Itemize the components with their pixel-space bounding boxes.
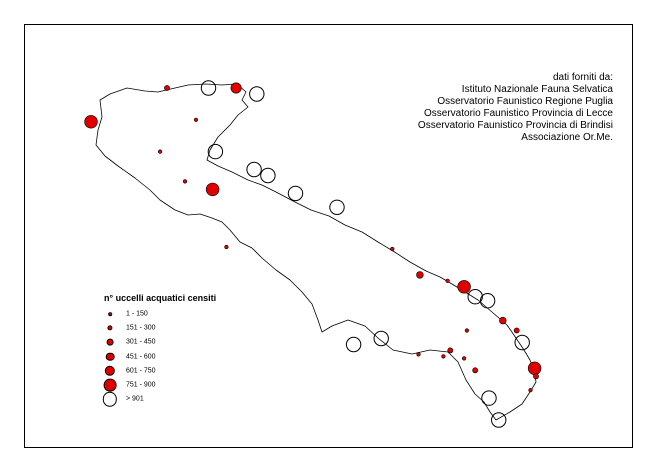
legend-marker xyxy=(105,352,115,361)
legend-marker xyxy=(106,339,114,346)
site-marker-filled xyxy=(533,373,539,380)
site-marker-filled xyxy=(447,347,454,354)
site-marker-open xyxy=(481,390,497,406)
credits-source: Associazione Or.Me. xyxy=(521,132,613,143)
site-marker-filled xyxy=(416,352,421,357)
data-credits: dati forniti da: Istituto Nazionale Faun… xyxy=(418,72,613,144)
site-marker-filled xyxy=(527,361,542,375)
site-marker-open xyxy=(207,143,224,160)
legend-label: 151 - 300 xyxy=(126,324,156,332)
legend-row: 601 - 750 xyxy=(104,364,216,378)
site-marker-filled xyxy=(445,278,450,283)
site-marker-filled xyxy=(499,316,507,325)
site-marker-open xyxy=(479,293,496,309)
legend-marker xyxy=(107,325,113,331)
site-marker-filled xyxy=(205,182,220,197)
map-legend: n° uccelli acquatici censiti 1 - 150 151… xyxy=(102,293,217,407)
legend-label: 1 - 150 xyxy=(126,310,148,318)
credits-heading: dati forniti da: xyxy=(552,72,613,83)
site-marker-filled xyxy=(462,356,467,361)
site-marker-filled xyxy=(441,354,446,359)
site-markers-layer xyxy=(84,80,542,428)
legend-row: 1 - 150 xyxy=(104,307,216,321)
legend-row: > 901 xyxy=(102,392,216,407)
site-marker-filled xyxy=(416,271,424,279)
site-marker-filled xyxy=(164,85,170,91)
site-marker-open xyxy=(246,161,262,178)
legend-marker xyxy=(102,392,118,407)
legend-row: 451 - 600 xyxy=(104,350,216,364)
site-marker-filled xyxy=(464,328,470,333)
legend-label: 601 - 750 xyxy=(126,367,156,375)
site-marker-filled xyxy=(390,246,395,252)
site-marker-open xyxy=(514,334,530,351)
site-marker-open xyxy=(345,336,362,353)
legend-label: 451 - 600 xyxy=(126,353,156,361)
legend-label: 751 - 900 xyxy=(126,381,156,389)
site-marker-open xyxy=(491,412,507,428)
legend-title: n° uccelli acquatici censiti xyxy=(104,293,217,303)
legend-row: 751 - 900 xyxy=(103,378,216,392)
site-marker-open xyxy=(200,80,217,96)
credits-source: Osservatorio Faunistico Provincia di Bri… xyxy=(417,120,613,131)
legend-row: 301 - 450 xyxy=(104,335,216,349)
site-marker-filled xyxy=(528,388,533,393)
legend-marker xyxy=(103,378,117,392)
site-marker-filled xyxy=(472,367,479,374)
legend-marker xyxy=(104,365,116,377)
credits-source: Istituto Nazionale Fauna Selvatica xyxy=(461,84,613,95)
site-marker-filled xyxy=(158,149,163,154)
site-marker-open xyxy=(373,330,389,347)
site-marker-filled xyxy=(193,117,199,122)
credits-source: Osservatorio Faunistico Regione Puglia xyxy=(437,96,613,107)
site-marker-filled xyxy=(224,244,229,250)
legend-marker xyxy=(108,312,112,316)
legend-label: > 901 xyxy=(126,395,144,403)
site-marker-filled xyxy=(230,82,242,94)
site-marker-filled xyxy=(182,179,188,184)
legend-row: 151 - 300 xyxy=(104,321,216,335)
site-marker-open xyxy=(249,86,265,102)
site-marker-open xyxy=(260,167,276,184)
site-marker-open xyxy=(287,185,304,202)
site-marker-open xyxy=(329,199,345,216)
site-marker-filled xyxy=(457,280,471,294)
site-marker-open xyxy=(467,289,483,305)
site-marker-filled xyxy=(513,327,520,334)
map-frame xyxy=(24,24,633,448)
credits-source: Osservatorio Faunistico Provincia di Lec… xyxy=(424,108,613,119)
site-marker-filled xyxy=(84,115,98,129)
legend-label: 301 - 450 xyxy=(126,338,156,346)
